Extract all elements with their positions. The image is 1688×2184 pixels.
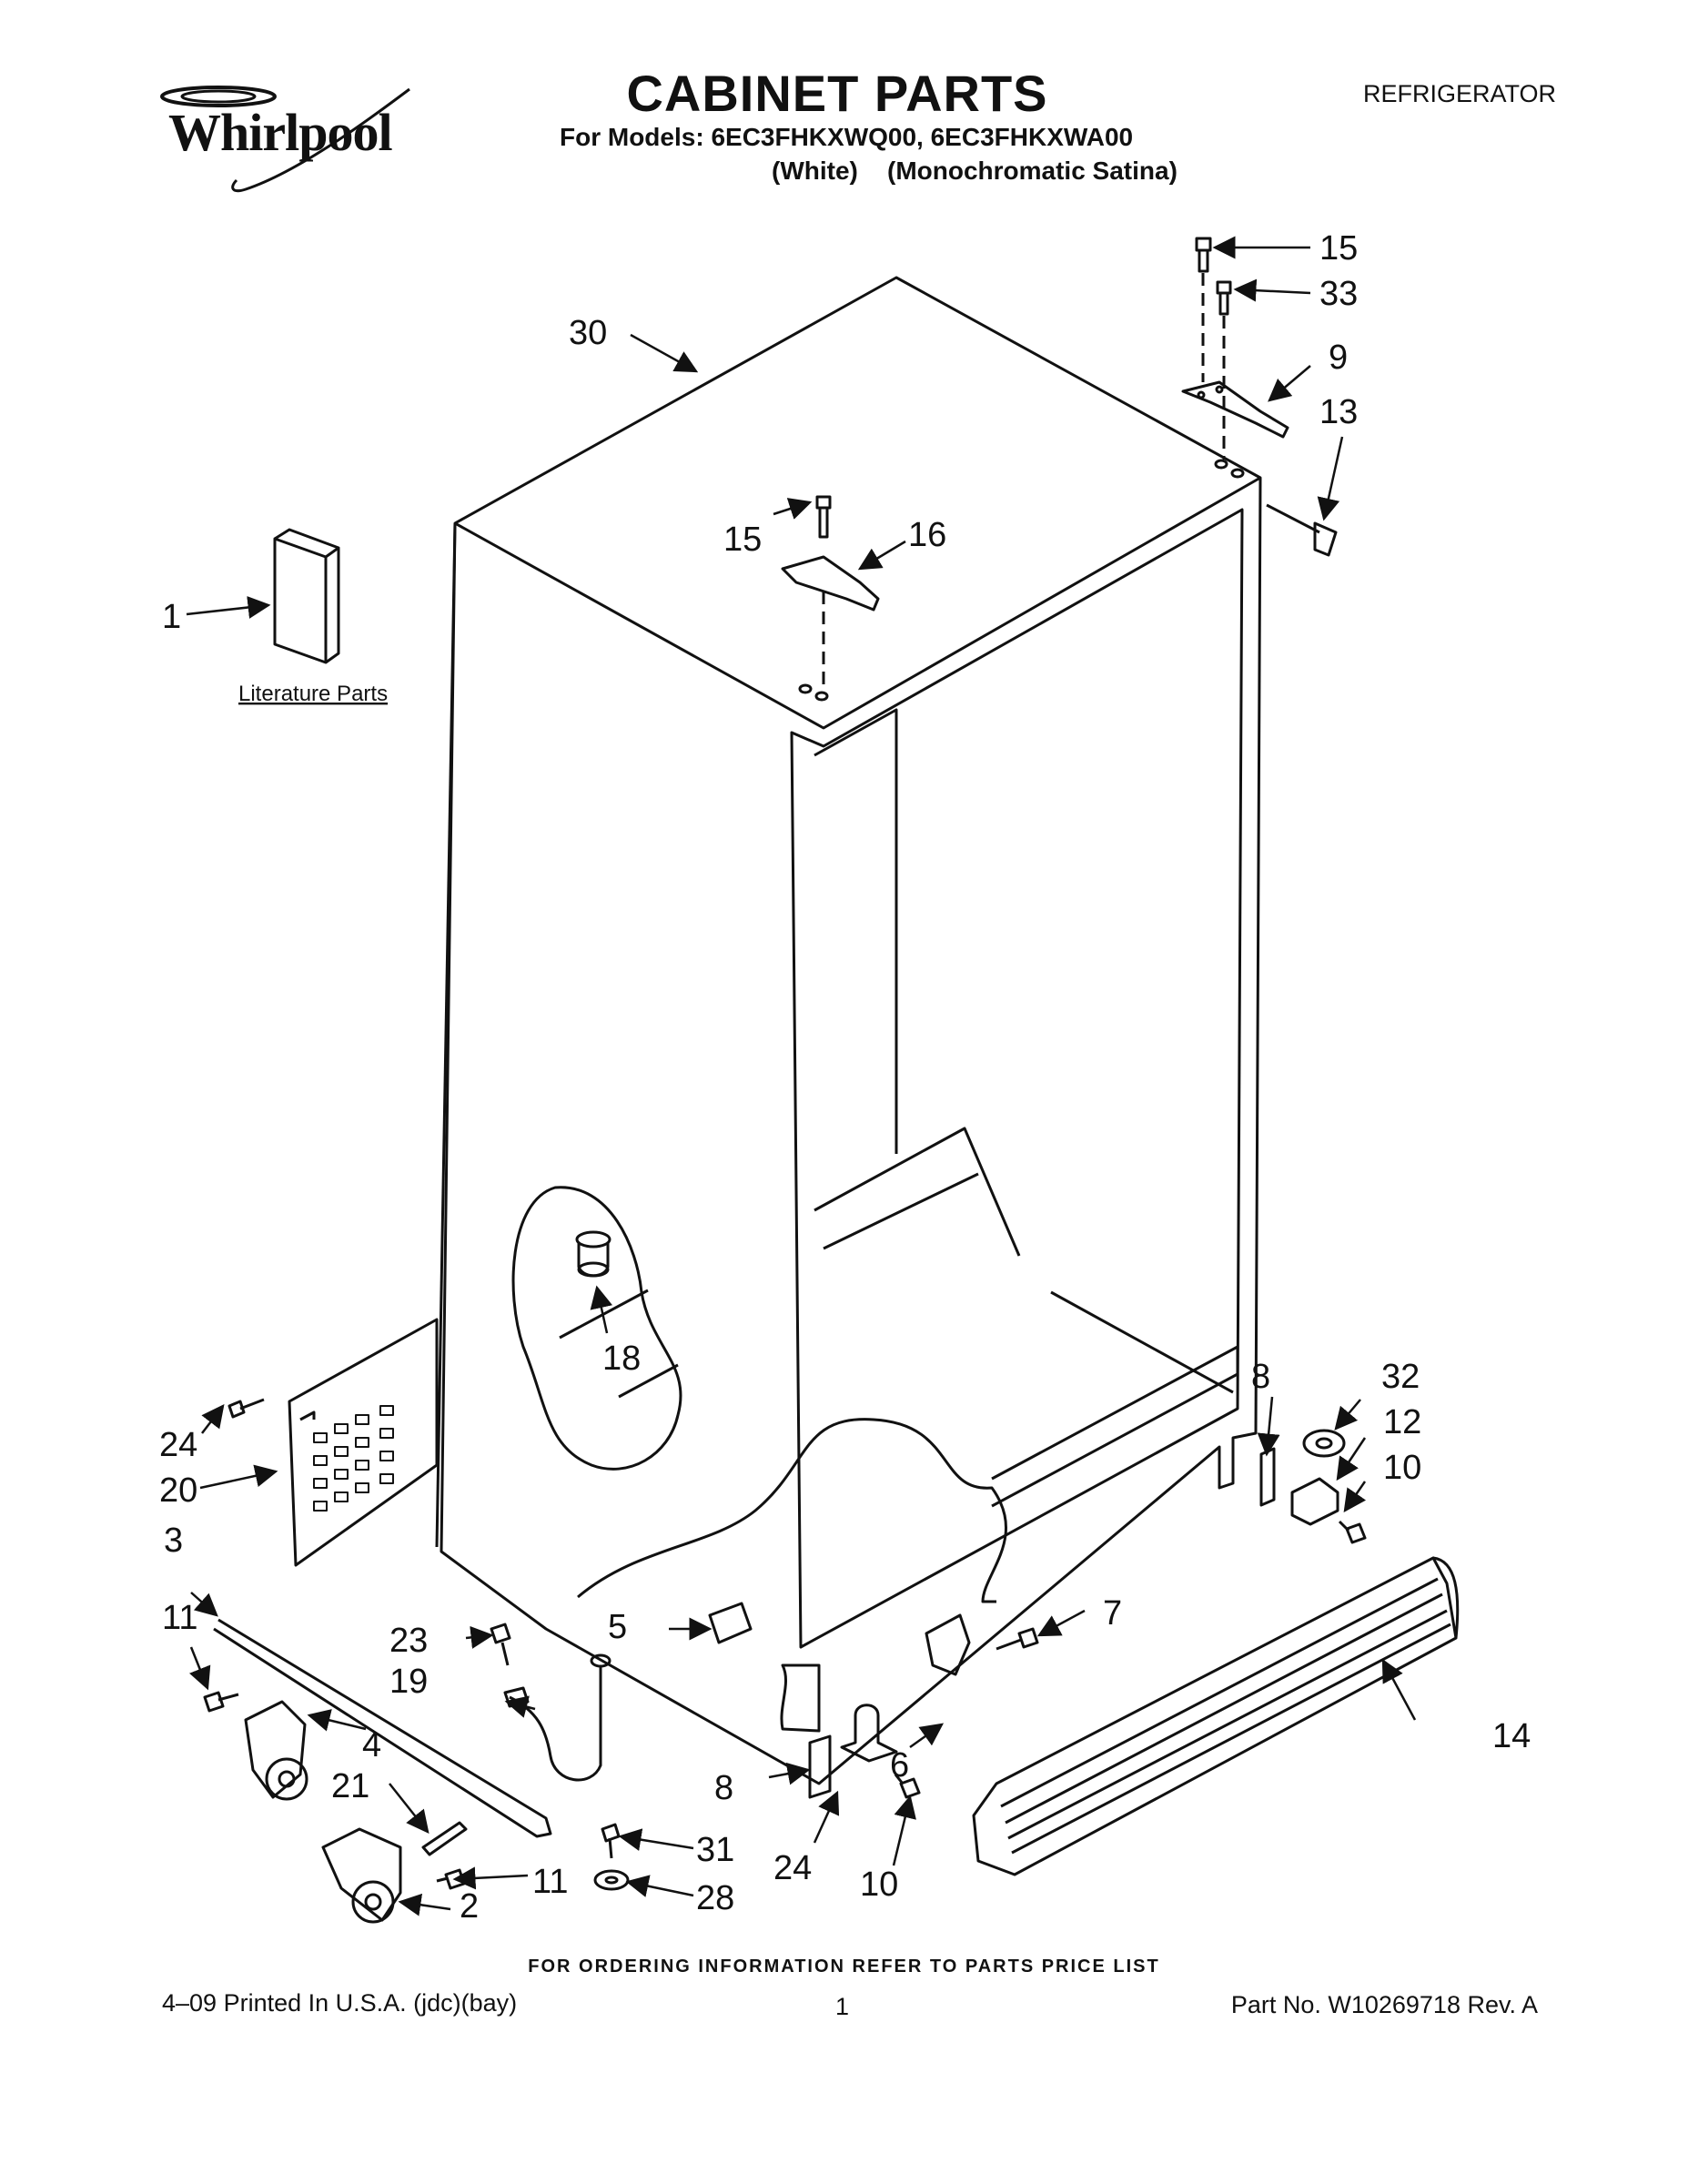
- callout-7: 7: [1103, 1594, 1122, 1633]
- clip-13: [1313, 521, 1338, 557]
- screw-15-top: [1195, 237, 1212, 273]
- cabinet-cutaway: [577, 1418, 1007, 1603]
- screw-10-upper: [1338, 1520, 1367, 1544]
- callout-24-panel: 24: [159, 1426, 197, 1464]
- callout-28: 28: [696, 1879, 734, 1917]
- callout-23: 23: [389, 1622, 428, 1660]
- callout-21: 21: [331, 1767, 369, 1805]
- models-line: For Models: 6EC3FHKXWQ00, 6EC3FHKXWA00: [560, 123, 1134, 151]
- screw-15-center: [815, 495, 832, 539]
- lower-hinge-bracket: [925, 1613, 971, 1676]
- callout-8-upper: 8: [1251, 1358, 1270, 1396]
- grommet-5: [708, 1602, 753, 1644]
- variant-white: (White): [772, 157, 858, 185]
- callout-14: 14: [1492, 1717, 1531, 1755]
- callout-15-center: 15: [723, 521, 762, 559]
- callout-10-lower: 10: [860, 1866, 898, 1904]
- callout-6: 6: [890, 1746, 909, 1785]
- callout-20: 20: [159, 1471, 197, 1510]
- screw-7: [996, 1627, 1039, 1651]
- callout-9: 9: [1329, 339, 1348, 377]
- callout-4: 4: [362, 1726, 381, 1764]
- callout-11-left: 11: [162, 1599, 197, 1637]
- callout-12: 12: [1383, 1403, 1421, 1441]
- callout-15-top: 15: [1319, 229, 1358, 268]
- brand-logo-text: Whirlpool: [168, 103, 393, 162]
- washer-32: [1302, 1429, 1346, 1458]
- callout-19: 19: [389, 1663, 428, 1701]
- literature-parts-label: Literature Parts: [238, 682, 388, 706]
- rear-roller-right: [321, 1827, 402, 1922]
- callout-18: 18: [602, 1340, 641, 1378]
- ordering-note: FOR ORDERING INFORMATION REFER TO PARTS …: [528, 1956, 1160, 1977]
- hinge-pin-lower: [840, 1704, 898, 1763]
- callout-5: 5: [608, 1608, 627, 1646]
- top-hinge-right: [1181, 380, 1289, 439]
- print-info: 4–09 Printed In U.S.A. (jdc)(bay): [162, 1989, 518, 2017]
- callout-16: 16: [908, 516, 946, 554]
- rear-roller-left: [244, 1700, 307, 1799]
- screw-23: [490, 1623, 511, 1666]
- screw-11-left: [203, 1691, 239, 1713]
- callout-24-lower: 24: [773, 1849, 812, 1887]
- top-hinge-center: [781, 555, 880, 612]
- callout-11-right: 11: [532, 1863, 568, 1901]
- callout-1: 1: [162, 598, 181, 636]
- washer-28: [593, 1869, 630, 1891]
- literature-booklet: [273, 528, 340, 664]
- hinge-pin-12: [1290, 1477, 1339, 1526]
- callout-33: 33: [1319, 275, 1358, 313]
- whirlpool-logo-swoosh: [160, 86, 410, 193]
- callout-32: 32: [1381, 1358, 1420, 1396]
- back-access-panel: [288, 1318, 439, 1567]
- callout-31: 31: [696, 1831, 734, 1869]
- screw-33: [1216, 280, 1232, 316]
- zoom-callout-18: [511, 1186, 682, 1471]
- page-number: 1: [835, 1993, 850, 2020]
- callout-8-lower: 8: [714, 1769, 733, 1807]
- hinge-plate-8-lower: [808, 1734, 832, 1799]
- toe-grille: [972, 1556, 1458, 1876]
- front-roller-rod: [213, 1618, 552, 1838]
- callout-3: 3: [164, 1522, 183, 1560]
- screw-24-panel: [227, 1398, 265, 1419]
- appliance-category: REFRIGERATOR: [1362, 80, 1556, 107]
- callout-2: 2: [460, 1887, 479, 1926]
- page-title: CABINET PARTS: [626, 65, 1048, 122]
- roller-axle-21: [421, 1821, 468, 1856]
- callout-30: 30: [569, 314, 607, 352]
- part-number: Part No. W10269718 Rev. A: [1230, 1991, 1538, 2018]
- variant-monochromatic: (Monochromatic Satina): [887, 157, 1178, 185]
- callout-10-upper: 10: [1383, 1449, 1421, 1487]
- screw-10-lower: [894, 1774, 921, 1799]
- screw-31: [601, 1823, 621, 1859]
- hinge-plate-8-upper: [1259, 1447, 1276, 1507]
- callout-13: 13: [1319, 393, 1358, 431]
- water-tube: [509, 1665, 602, 1782]
- cabinet-shell: [440, 276, 1262, 1785]
